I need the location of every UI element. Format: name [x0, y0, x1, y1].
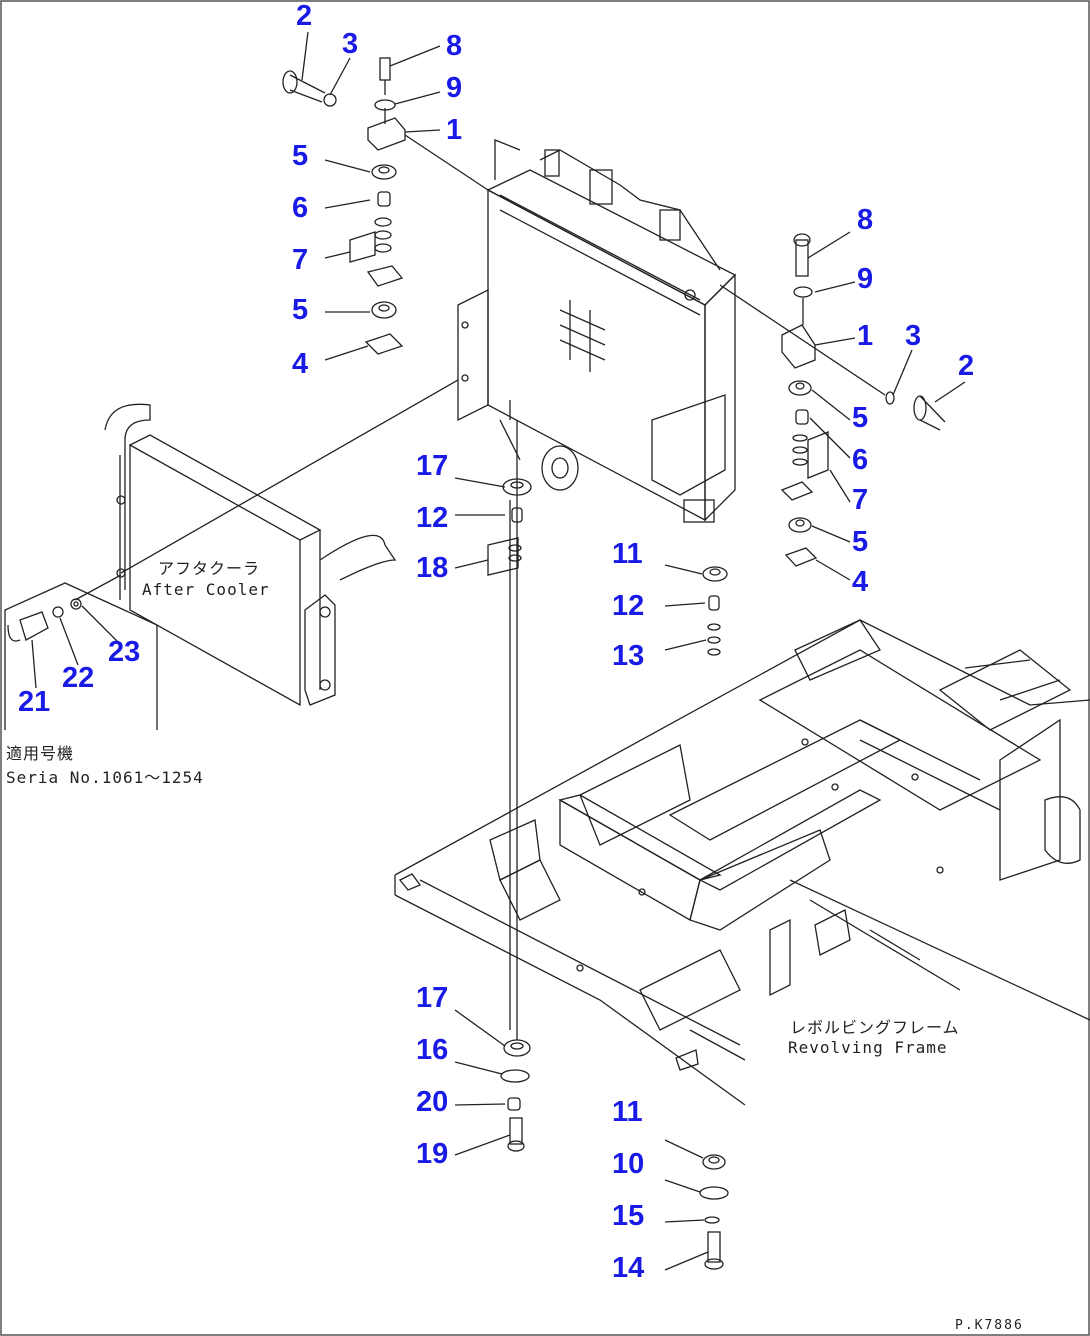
after-cooler-assembly [74, 379, 459, 707]
callout-6: 6 [852, 444, 869, 476]
callout-23: 23 [108, 636, 141, 668]
callout-5: 5 [852, 402, 869, 434]
revolving-frame [394, 619, 1090, 1106]
callout-13: 13 [612, 640, 645, 672]
callout-17: 17 [416, 982, 449, 1014]
callout-6: 6 [292, 192, 309, 224]
callout-11: 11 [612, 538, 643, 570]
serial-label-jp: 適用号機 [6, 744, 75, 763]
callout-4: 4 [852, 566, 869, 598]
after-cooler-label-jp: アフタクーラ [158, 559, 261, 578]
callout-8: 8 [446, 30, 463, 62]
callout-5: 5 [292, 140, 309, 172]
revolving-frame-label-en: Revolving Frame [788, 1038, 948, 1057]
callout-3: 3 [905, 320, 922, 352]
callout-19: 19 [416, 1138, 449, 1170]
callout-9: 9 [446, 72, 463, 104]
lower-right-mount-stack [664, 564, 729, 1271]
callout-17: 17 [416, 450, 449, 482]
right-mount-stack [719, 231, 966, 581]
callout-5: 5 [292, 294, 309, 326]
callout-9: 9 [857, 263, 874, 295]
drawing-code: P.K7886 [955, 1318, 1024, 1333]
callout-20: 20 [416, 1086, 449, 1118]
callout-14: 14 [612, 1252, 645, 1284]
callout-16: 16 [416, 1034, 449, 1066]
callout-4: 4 [292, 348, 309, 380]
callout-7: 7 [292, 244, 309, 276]
callout-11: 11 [612, 1096, 643, 1128]
center-mount-stack [454, 420, 532, 1156]
callout-21: 21 [18, 686, 51, 718]
callout-8: 8 [857, 204, 874, 236]
callout-1: 1 [446, 114, 463, 146]
callout-5: 5 [852, 526, 869, 558]
callout-3: 3 [342, 28, 359, 60]
callout-1: 1 [857, 320, 874, 352]
serial-inset [4, 582, 158, 730]
callout-2: 2 [958, 350, 975, 382]
after-cooler-label-en: After Cooler [142, 580, 270, 599]
callout-22: 22 [62, 662, 95, 694]
callout-12: 12 [416, 502, 449, 534]
callout-2: 2 [296, 0, 313, 32]
radiator-assembly [457, 139, 737, 523]
callout-12: 12 [612, 590, 645, 622]
callout-7: 7 [852, 484, 869, 516]
left-mount-stack [282, 31, 489, 361]
revolving-frame-label-jp: レボルビングフレーム [790, 1018, 960, 1037]
callout-18: 18 [416, 552, 449, 584]
callout-10: 10 [612, 1148, 645, 1180]
serial-range-label: Seria No.1061～1254 [6, 768, 204, 787]
callout-15: 15 [612, 1200, 645, 1232]
